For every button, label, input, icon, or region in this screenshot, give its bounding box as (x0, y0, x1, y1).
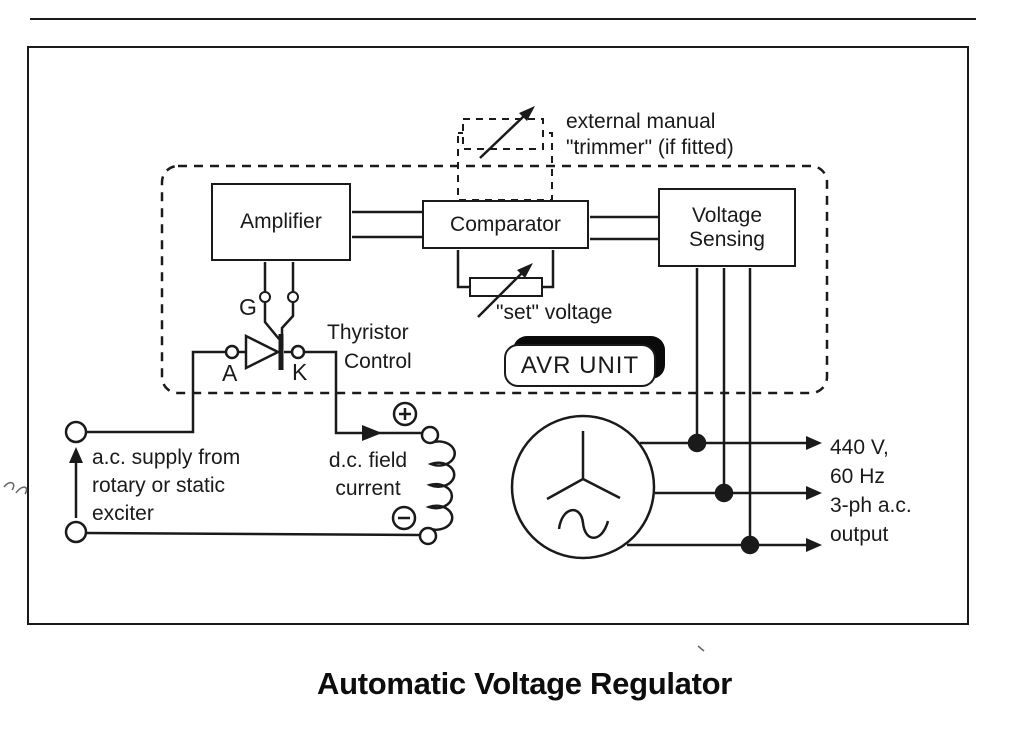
ac-supply-terminals (64, 420, 88, 544)
comparator-label: Comparator (450, 212, 561, 236)
gate-wires (259, 262, 299, 340)
gate-terminal-label: G (239, 294, 257, 320)
page-top-rule (30, 18, 976, 20)
field-coil-icon (418, 425, 456, 546)
ac-supply-label: a.c. supply from rotary or static excite… (92, 446, 241, 525)
generator-icon (510, 414, 656, 560)
voltage-sensing-label: Voltage Sensing (689, 203, 765, 251)
anode-supply-wire (86, 350, 226, 434)
output-rating-label: 440 V, 60 Hz 3-ph a.c. output (830, 436, 912, 546)
thyristor-icon (224, 333, 306, 371)
negative-terminal-icon (391, 505, 417, 531)
sensing-tap-wires (687, 268, 760, 555)
set-voltage-label: "set" voltage (496, 301, 613, 324)
positive-terminal-icon (392, 401, 418, 427)
comparator-sensing-link (590, 215, 658, 241)
return-wire (85, 531, 421, 537)
set-voltage-resistor-icon (456, 250, 555, 318)
avr-unit-label: AVR UNIT (520, 351, 640, 379)
amplifier-comparator-link (352, 210, 422, 239)
thyristor-control-label: Thyristor Control (327, 321, 412, 373)
amplifier-label: Amplifier (240, 210, 322, 233)
scan-artifact-marks (3, 481, 705, 652)
anode-terminal-label: A (222, 360, 238, 386)
amplifier-block: Amplifier (211, 183, 351, 261)
avr-unit-badge: AVR UNIT (504, 344, 656, 387)
cathode-terminal-label: K (292, 359, 308, 385)
trimmer-label: external manual "trimmer" (if fitted) (566, 110, 734, 159)
diagram-title: Automatic Voltage Regulator (317, 666, 733, 701)
external-trimmer-icon (457, 106, 553, 201)
comparator-block: Comparator (422, 200, 589, 249)
diagram-frame (27, 46, 969, 625)
dc-field-wire (304, 350, 422, 441)
dc-field-current-label: d.c. field current (328, 449, 408, 500)
voltage-sensing-block: Voltage Sensing (658, 188, 796, 267)
avr-unit-dashed-boundary (160, 164, 829, 395)
